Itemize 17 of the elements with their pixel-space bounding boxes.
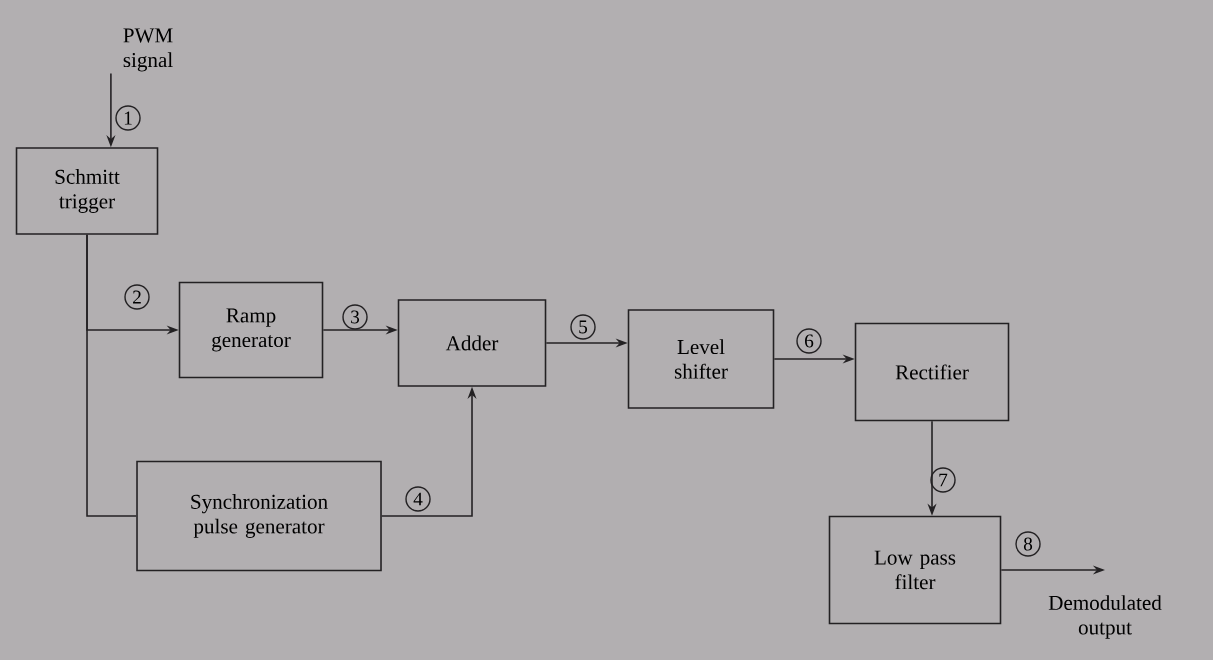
callout-number: 4 bbox=[405, 486, 431, 512]
callout-number: 1 bbox=[115, 105, 141, 131]
callout-number: 6 bbox=[796, 328, 822, 354]
callout-number: 2 bbox=[124, 284, 150, 310]
process-box: Ramp generator bbox=[178, 281, 324, 379]
callout-number: 3 bbox=[342, 304, 368, 330]
process-box: Adder bbox=[397, 299, 547, 387]
process-box: Synchronization pulse generator bbox=[136, 460, 382, 572]
process-box: Level shifter bbox=[627, 309, 775, 409]
process-box: Low pass filter bbox=[828, 515, 1002, 625]
process-box: Schmitt trigger bbox=[15, 147, 159, 235]
signal-label: PWM signal bbox=[123, 28, 173, 72]
callout-number: 7 bbox=[930, 467, 956, 493]
signal-label: Demodulated output bbox=[1048, 595, 1162, 639]
callout-number: 5 bbox=[570, 314, 596, 340]
process-box: Rectifier bbox=[854, 322, 1010, 422]
callout-number: 8 bbox=[1015, 531, 1041, 557]
